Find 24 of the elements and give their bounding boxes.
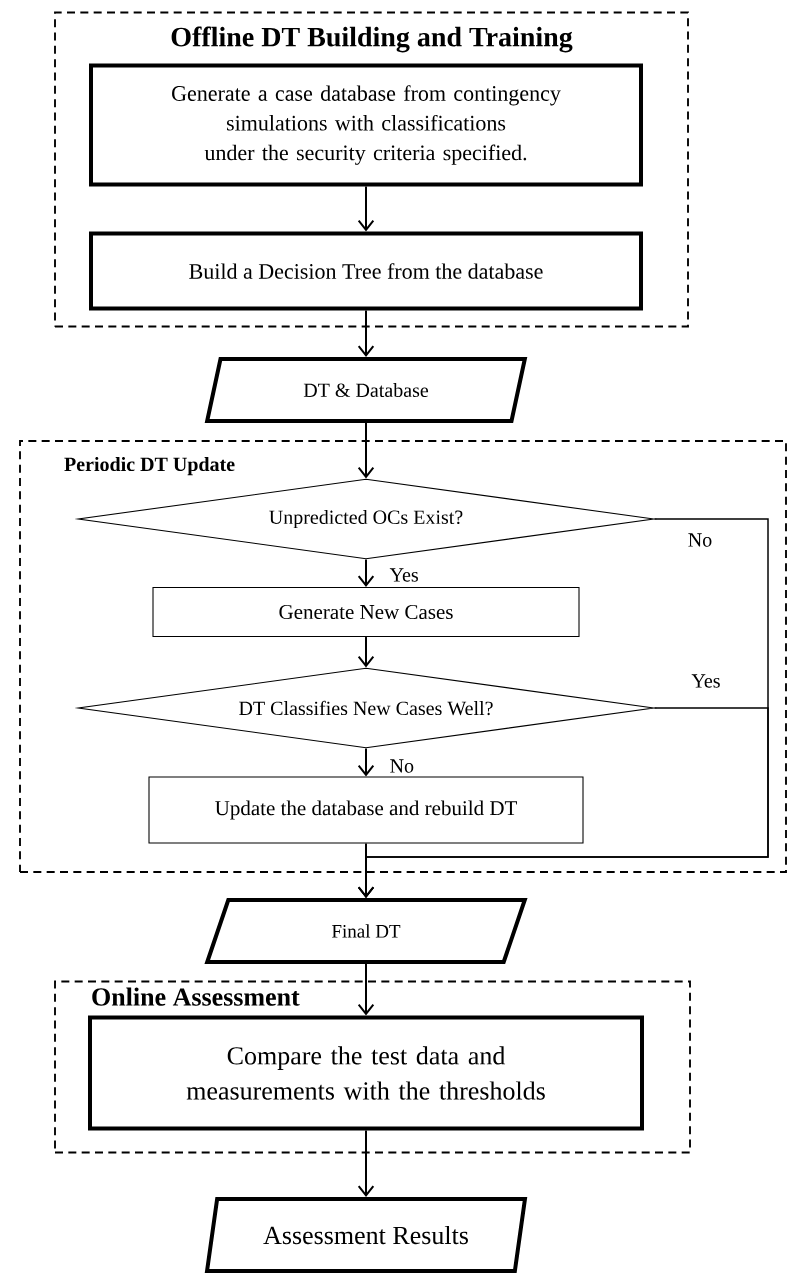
- arrow: [357, 558, 375, 587]
- arrow: [357, 422, 375, 479]
- dashed-group-frame: [54, 11, 689, 328]
- arrow: [357, 1129, 375, 1197]
- edge-label: Yes: [388, 567, 421, 583]
- process-box: Compare the test data and measurements with the thresholds: [88, 1015, 644, 1131]
- arrow: [357, 185, 375, 232]
- group-title: Periodic DT Update: [64, 457, 235, 476]
- group-title: Offline DT Building and Training: [171, 26, 573, 53]
- process-box: Update the database and rebuild DT: [148, 776, 584, 844]
- edge-label: No: [388, 758, 416, 774]
- group-title: Online Assessment: [92, 987, 300, 1006]
- edge-label: No: [686, 532, 714, 548]
- edge-label: Yes: [690, 673, 722, 689]
- dashed-group-frame: [19, 440, 787, 873]
- arrow: [357, 747, 375, 777]
- arrow: [357, 636, 375, 668]
- process-box: Generate New Cases: [152, 586, 580, 638]
- process-box: Generate a case database from contingency simulations with classifications under the security criteria specified.: [89, 63, 643, 187]
- arrow: [357, 963, 375, 1016]
- arrow: [357, 707, 769, 898]
- dashed-group-frame: [54, 980, 691, 1154]
- arrow: [357, 309, 375, 357]
- process-box: Build a Decision Tree from the database: [89, 231, 643, 311]
